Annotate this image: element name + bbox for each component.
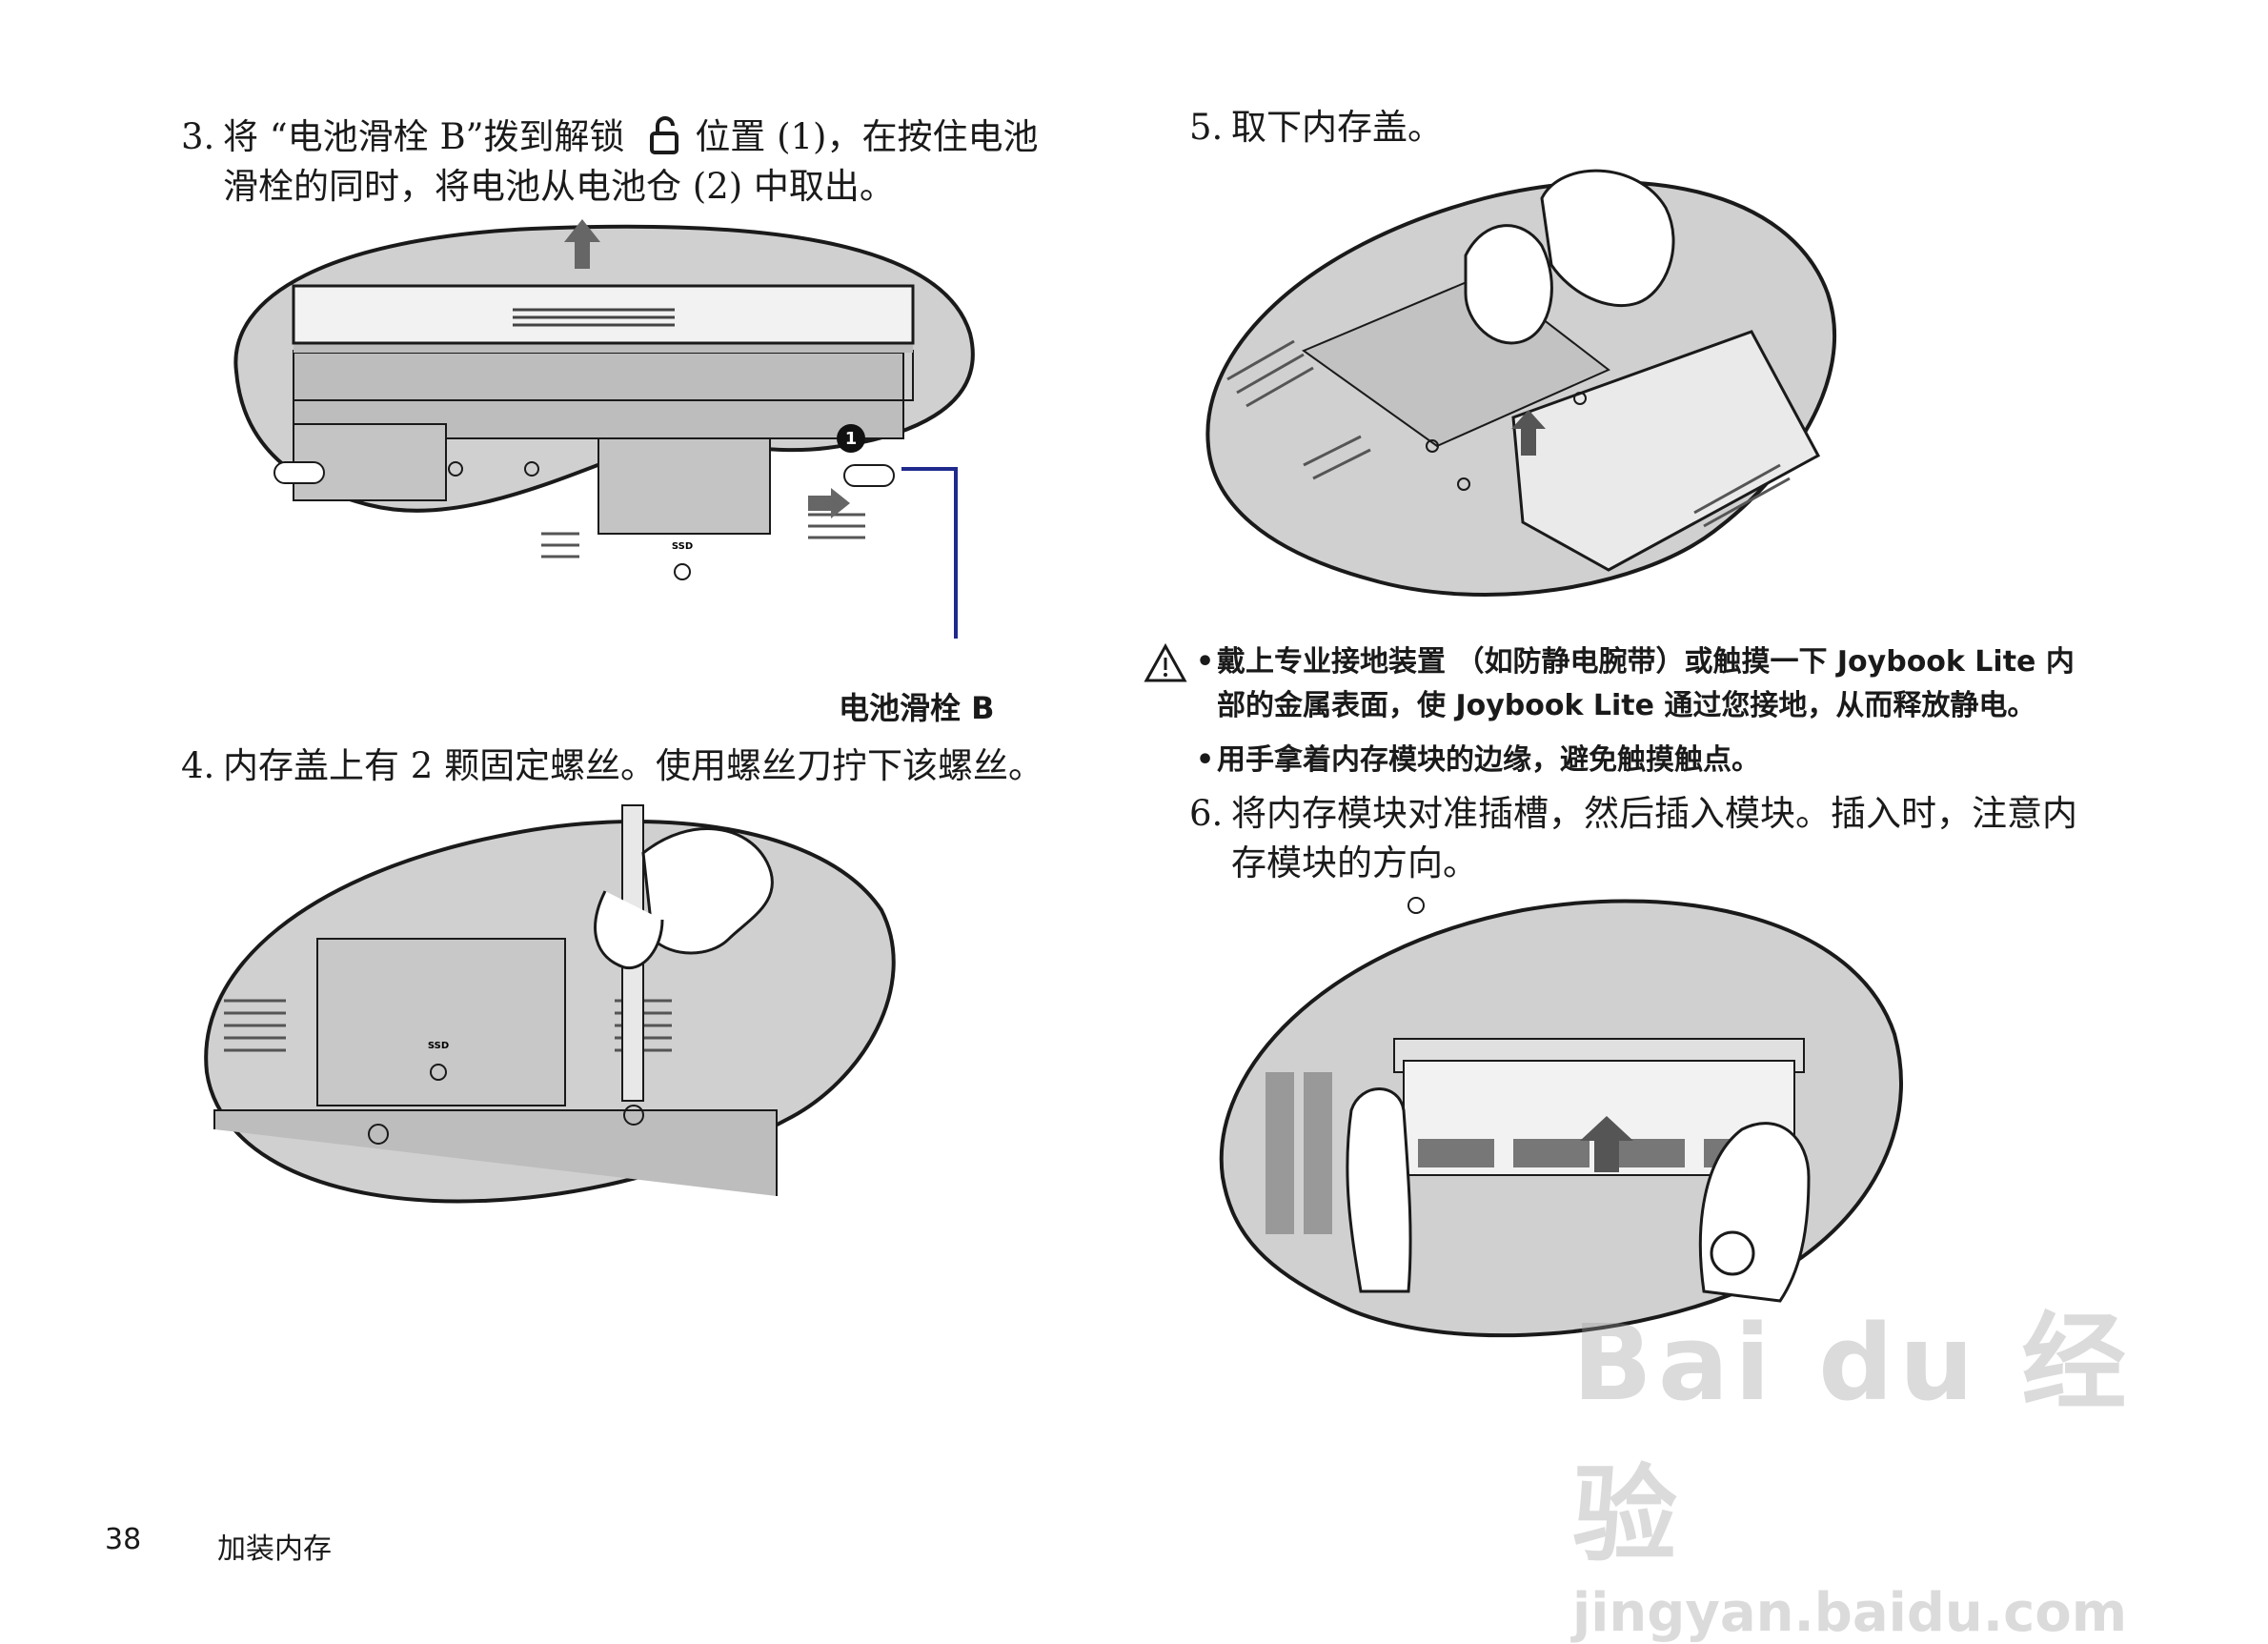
step-4-text: 内存盖上有 2 颗固定螺丝。使用螺丝刀拧下该螺丝。 xyxy=(223,745,1044,786)
page-number: 38 xyxy=(105,1523,142,1556)
ssd-label: SSD xyxy=(672,541,693,552)
watermark: Bai du 经验 jingyan.baidu.com xyxy=(1572,1277,2182,1644)
caution-item-2: •用手拿着内存模块的边缘，避免触摸触点。 xyxy=(1196,743,1760,777)
callout-line xyxy=(901,467,958,639)
caution-2-line-1: 用手拿着内存模块的边缘，避免触摸触点。 xyxy=(1217,743,1760,777)
step-number: 4. xyxy=(181,745,215,786)
step-3-text-b: 位置 (1)，在按住电池 xyxy=(695,116,1039,157)
step-number: 3. xyxy=(181,116,215,157)
battery-latch-label: 电池滑栓 B xyxy=(839,690,995,726)
step-number: 6. xyxy=(1189,793,1224,834)
step-5: 5.取下内存盖。 xyxy=(1189,103,2142,152)
screw-removal-illustration: SSD xyxy=(204,804,896,1204)
unlock-icon xyxy=(650,116,679,154)
step-6: 6.将内存模块对准插槽，然后插入模块。插入时，注意内 存模块的方向。 xyxy=(1189,789,2190,888)
caution-1-line-1: 戴上专业接地装置 （如防静电腕带）或触摸一下 Joybook Lite 内 xyxy=(1217,645,2075,679)
step-3-text-a: 将 “电池滑栓 B”拨到解锁 xyxy=(223,116,625,157)
step-6-text-b: 存模块的方向。 xyxy=(1231,842,1478,883)
caution-item-1: •戴上专业接地装置 （如防静电腕带）或触摸一下 Joybook Lite 内 部… xyxy=(1196,645,2075,722)
ssd-label: SSD xyxy=(428,1041,449,1051)
step-6-text-a: 将内存模块对准插槽，然后插入模块。插入时，注意内 xyxy=(1231,793,2077,834)
section-title: 加装内存 xyxy=(217,1532,332,1566)
step-5-text: 取下内存盖。 xyxy=(1231,107,1443,148)
caution-1-line-2: 部的金属表面，使 Joybook Lite 通过您接地，从而释放静电。 xyxy=(1217,689,2036,722)
memory-insertion-illustration xyxy=(1219,897,1904,1338)
marker-one: 1 xyxy=(845,429,858,449)
watermark-brand: Bai du 经验 xyxy=(1572,1302,2133,1576)
step-3-text-c: 滑栓的同时，将电池从电池仓 (2) 中取出。 xyxy=(223,166,895,207)
battery-removal-illustration: 2 1 SSD xyxy=(233,219,975,639)
watermark-url: jingyan.baidu.com xyxy=(1572,1582,2128,1644)
step-4: 4.内存盖上有 2 颗固定螺丝。使用螺丝刀拧下该螺丝。 xyxy=(181,741,1115,791)
cover-removal-illustration xyxy=(1205,169,1837,597)
step-number: 5. xyxy=(1189,107,1224,148)
caution-triangle-icon xyxy=(1144,643,1187,682)
step-3: 3.将 “电池滑栓 B”拨到解锁 位置 (1)，在按住电池 滑栓的同时，将电池从… xyxy=(181,112,1115,212)
